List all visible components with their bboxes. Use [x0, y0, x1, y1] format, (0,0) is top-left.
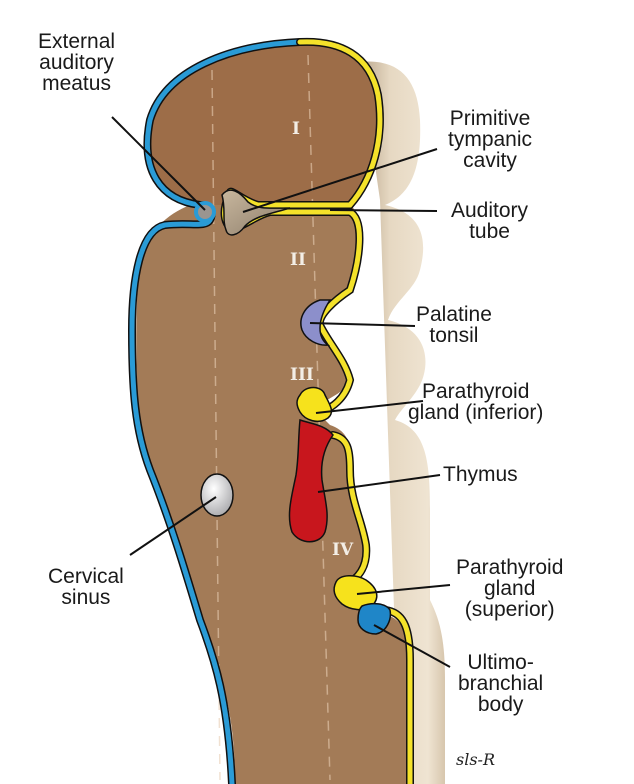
- label-ultimobranchial-body: Ultimo- branchial body: [458, 652, 543, 715]
- leader-palatine-tonsil: [309, 322, 416, 327]
- arch-numeral-iii: III: [290, 365, 314, 385]
- label-line: meatus: [42, 72, 111, 95]
- label-line: gland (inferior): [408, 401, 544, 424]
- label-line: Ultimo-: [467, 651, 534, 674]
- ultimobranchial-body-shape: [357, 602, 392, 635]
- label-primitive-tympanic-cavity: Primitive tympanic cavity: [448, 108, 532, 171]
- label-line: gland: [484, 577, 536, 600]
- external-auditory-meatus-shape: [194, 201, 216, 223]
- label-line: tube: [469, 220, 510, 243]
- label-line: (superior): [464, 598, 555, 621]
- label-line: body: [477, 693, 524, 716]
- label-line: Parathyroid: [456, 556, 564, 579]
- label-line: Palatine: [416, 303, 492, 326]
- cervical-sinus-shape: [200, 473, 234, 517]
- arch-i-region: [147, 41, 380, 205]
- label-line: sinus: [61, 586, 111, 609]
- arch-numeral-i: I: [292, 119, 300, 139]
- label-line: Cervical: [48, 565, 124, 588]
- label-line: External: [38, 30, 116, 53]
- label-cervical-sinus: Cervical sinus: [48, 566, 124, 608]
- label-palatine-tonsil: Palatine tonsil: [416, 304, 492, 346]
- leader-ultimobranchial-body: [373, 624, 451, 668]
- leader-thymus: [317, 474, 441, 493]
- arch-numeral-ii: II: [290, 250, 306, 270]
- leader-cervical-sinus: [129, 496, 217, 556]
- label-line: Parathyroid: [422, 380, 530, 403]
- label-thymus: Thymus: [443, 464, 518, 485]
- leader-parathyroid-superior: [356, 584, 451, 595]
- label-line: branchial: [458, 672, 544, 695]
- leader-auditory-tube: [329, 209, 438, 212]
- tympanic-cavity-shape: [221, 189, 291, 236]
- label-parathyroid-superior: Parathyroid gland (superior): [456, 557, 563, 620]
- arch-numeral-iv: IV: [332, 540, 354, 560]
- leader-external-auditory-meatus: [111, 116, 206, 211]
- label-line: Auditory: [451, 199, 529, 222]
- artist-signature: sls-R: [456, 750, 495, 769]
- label-line: Primitive: [449, 107, 531, 130]
- ectoderm-line-fill: [129, 39, 303, 784]
- label-line: tonsil: [429, 324, 479, 347]
- pharyngeal-wall: [360, 61, 445, 784]
- label-parathyroid-inferior: Parathyroid gland (inferior): [408, 381, 543, 423]
- label-external-auditory-meatus: External auditory meatus: [38, 31, 115, 94]
- leader-parathyroid-inferior: [315, 400, 424, 414]
- thymus-shape: [288, 418, 334, 543]
- label-line: cavity: [463, 149, 517, 172]
- leader-primitive-tympanic-cavity: [242, 148, 438, 213]
- label-auditory-tube: Auditory tube: [451, 200, 528, 242]
- label-line: Thymus: [443, 463, 518, 486]
- label-line: auditory: [39, 51, 114, 74]
- label-line: tympanic: [448, 128, 533, 151]
